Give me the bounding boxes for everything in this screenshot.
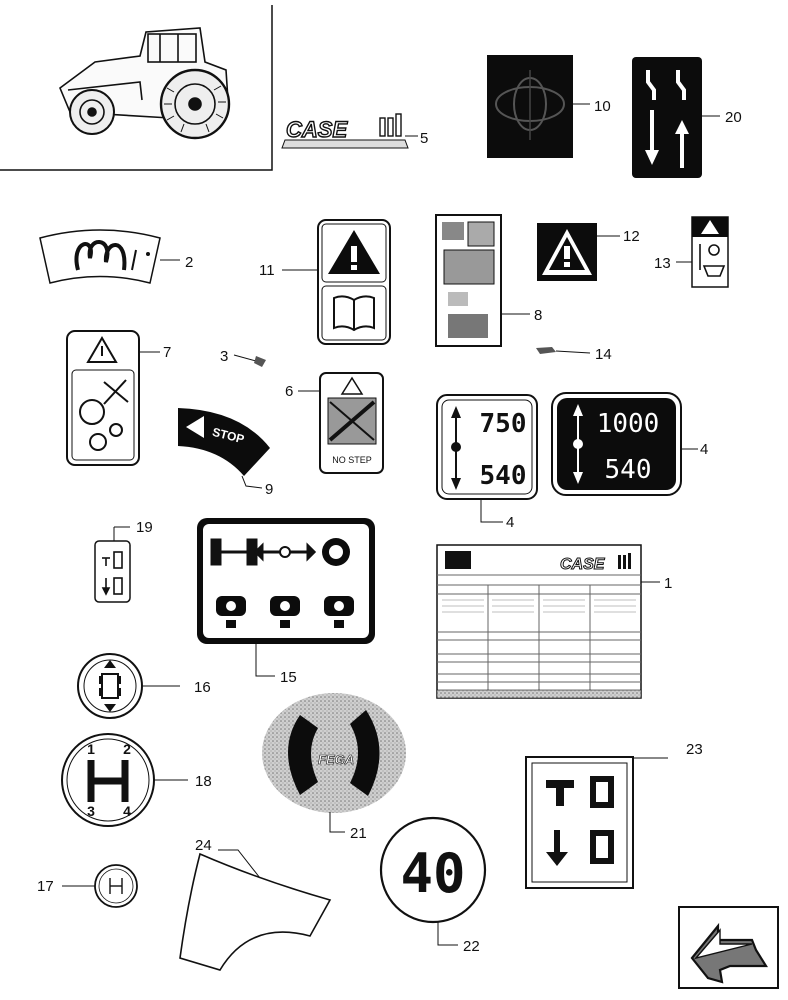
pto-small-bottom: 540 (480, 461, 527, 491)
decal-10-pivot (487, 55, 590, 158)
callout-4-small: 4 (506, 514, 514, 531)
callout-24: 24 (195, 837, 212, 854)
decal-4-pto-750-540: 750 540 (436, 394, 538, 523)
decal-11-warning-manual (282, 219, 391, 345)
callout-6: 6 (285, 383, 293, 400)
decal-13-warning-small (676, 216, 729, 288)
tractor-inset (0, 5, 273, 171)
manual-book-icon (333, 295, 375, 332)
decal-1-data-plate: CASE (436, 544, 660, 699)
decal-15-drive-controls (197, 518, 375, 677)
callout-13: 13 (654, 255, 671, 272)
decal-22-speed-40: 40 (379, 816, 487, 946)
callout-22: 22 (463, 938, 480, 955)
tractor-illustration (59, 27, 231, 140)
decal-7-pto-warning (66, 330, 160, 466)
decal-16-4wd-circle (77, 653, 180, 719)
callout-16: 16 (194, 679, 211, 696)
decal-2-glowplug (39, 229, 180, 284)
decal-9-stop: STOP (178, 408, 270, 489)
callout-8: 8 (534, 307, 542, 324)
speed-value: 40 (400, 842, 465, 905)
callout-4-large: 4 (700, 441, 708, 458)
callout-23: 23 (686, 741, 703, 758)
callout-10: 10 (594, 98, 611, 115)
callout-3: 3 (220, 348, 228, 365)
decal-21-fegal: FEGA (262, 693, 406, 833)
gear-2: 2 (123, 741, 131, 757)
pto-large-top: 1000 (597, 409, 660, 439)
callout-5: 5 (420, 130, 428, 147)
callout-11: 11 (259, 262, 275, 279)
case-logo-text: CASE (286, 117, 348, 142)
callout-21: 21 (350, 825, 367, 842)
callout-labels: 5 10 20 2 11 12 13 8 7 3 14 6 9 4 4 19 1… (37, 98, 742, 955)
gear-1: 1 (87, 741, 95, 757)
callout-2: 2 (185, 254, 193, 271)
decal-18-gear-pattern: 1 2 3 4 (61, 733, 188, 827)
callout-18: 18 (195, 773, 212, 790)
callout-14: 14 (595, 346, 612, 363)
callout-19: 19 (136, 519, 153, 536)
decal-19-range (94, 526, 131, 603)
decal-4-pto-1000-540: 1000 540 (551, 392, 698, 496)
next-page-arrow-icon[interactable] (678, 906, 779, 989)
decal-23-range-selector (525, 756, 668, 889)
part-3-fastener (233, 354, 266, 367)
plate-case-logo: CASE (560, 556, 606, 573)
decal-6-no-step: NO STEP (298, 372, 384, 474)
callout-17: 17 (37, 878, 54, 895)
gear-3: 3 (87, 803, 95, 819)
decal-24-arc (179, 849, 332, 971)
gear-4: 4 (123, 803, 131, 819)
pto-small-top: 750 (480, 409, 527, 439)
decal-12-warning (537, 223, 620, 281)
no-step-text: NO STEP (332, 455, 372, 465)
callout-7: 7 (163, 344, 171, 361)
fegal-text: FEGA (318, 752, 354, 767)
callout-20: 20 (725, 109, 742, 126)
callout-12: 12 (623, 228, 640, 245)
case-logo-decal: CASE (281, 113, 418, 149)
decal-20-hydraulic-levers (632, 57, 720, 178)
part-14-fastener (536, 347, 591, 354)
callout-1: 1 (664, 575, 672, 592)
callout-15: 15 (280, 669, 297, 686)
pto-large-bottom: 540 (605, 455, 652, 485)
decal-8-instructions (435, 214, 530, 347)
decal-17-small-gear (62, 864, 138, 908)
callout-9: 9 (265, 481, 273, 498)
